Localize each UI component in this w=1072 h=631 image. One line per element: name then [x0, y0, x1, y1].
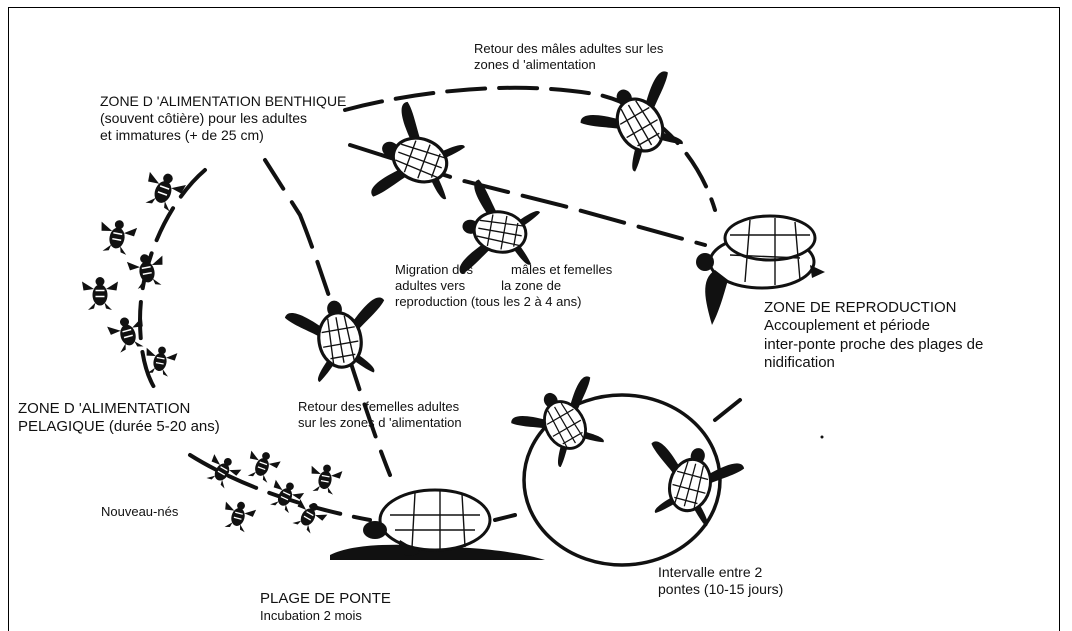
internesting-interval-line2: pontes (10-15 jours) [658, 581, 783, 598]
females-return-line1: Retour des femelles adultes [298, 399, 462, 415]
reproduction-zone-line2: Accouplement et période [764, 317, 983, 335]
internesting-interval-line1: Intervalle entre 2 [658, 564, 783, 581]
females-return-line2: sur les zones d 'alimentation [298, 415, 462, 431]
turtle-benthic-migrating [365, 99, 472, 220]
hatchling-2 [97, 217, 138, 256]
females-return-label: Retour des femelles adultes sur les zone… [298, 399, 462, 431]
hatchling-3 [126, 251, 167, 290]
pelagic-zone-label: ZONE D 'ALIMENTATION PELAGIQUE (durée 5-… [18, 400, 220, 437]
migration-line2b: la zone de [501, 278, 561, 293]
hatchlings-label: Nouveau-nés [101, 504, 178, 520]
benthic-zone-title: ZONE D 'ALIMENTATION BENTHIQUE [100, 93, 346, 110]
nesting-beach-label: PLAGE DE PONTE Incubation 2 mois [260, 590, 391, 624]
hatchling-1 [139, 167, 187, 213]
males-return-line1: Retour des mâles adultes sur les [474, 41, 663, 57]
migration-line2a: adultes vers [395, 278, 465, 293]
pelagic-zone-line2: PELAGIQUE (durée 5-20 ans) [18, 418, 220, 436]
males-return-line2: zones d 'alimentation [474, 57, 663, 73]
hatchling-10 [265, 476, 305, 515]
migration-line1a: Migration des [395, 262, 473, 277]
pelagic-zone-title: ZONE D 'ALIMENTATION [18, 400, 220, 418]
turtle-female-returning [283, 292, 396, 386]
migration-line1b: mâles et femelles [511, 262, 612, 277]
hatchling-5 [106, 313, 149, 354]
migration-line3: reproduction (tous les 2 à 4 ans) [395, 294, 612, 310]
turtle-male-returning [576, 65, 702, 183]
males-return-label: Retour des mâles adultes sur les zones d… [474, 41, 663, 73]
reproduction-zone-line4: nidification [764, 354, 983, 372]
hatchling-7 [202, 451, 243, 491]
path-nesting-to-loop [495, 515, 515, 520]
internesting-interval-label: Intervalle entre 2 pontes (10-15 jours) [658, 564, 783, 598]
turtle-internesting-right [634, 436, 746, 532]
benthic-zone-line3: et immatures (+ de 25 cm) [100, 127, 346, 144]
reproduction-zone-title: ZONE DE REPRODUCTION [764, 299, 983, 317]
path-repro-to-loop [715, 400, 740, 420]
hatchling-11 [220, 498, 258, 534]
benthic-zone-label: ZONE D 'ALIMENTATION BENTHIQUE (souvent … [100, 93, 346, 144]
hatchling-9 [307, 462, 343, 496]
migration-label: Migration des mâles et femelles adultes v… [395, 262, 612, 310]
hatchling-8 [243, 447, 282, 485]
path-pelagic-arc [140, 170, 205, 395]
hatchling-4 [82, 277, 118, 310]
nesting-beach-title: PLAGE DE PONTE [260, 590, 391, 608]
nesting-turtle [330, 490, 545, 560]
reproduction-zone-label: ZONE DE REPRODUCTION Accouplement et pér… [764, 299, 983, 372]
nesting-beach-line2: Incubation 2 mois [260, 608, 391, 624]
reproduction-zone-line3: inter-ponte proche des plages de [764, 336, 983, 354]
benthic-zone-line2: (souvent côtière) pour les adultes [100, 110, 346, 127]
